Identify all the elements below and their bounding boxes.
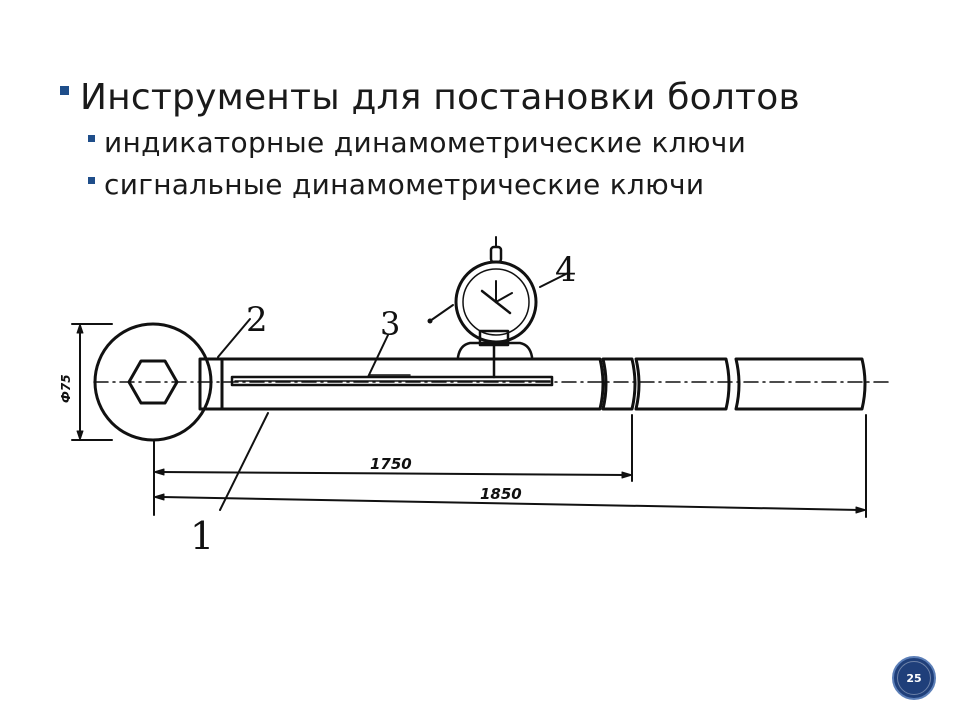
length-dimension-1750: 1750 [370, 455, 412, 473]
bullet-item-level2: сигнальные динамометрические ключи [88, 164, 920, 206]
page-number: 25 [906, 671, 922, 685]
part-label-1: 1 [190, 514, 214, 558]
wrench-drawing: 1 2 3 4 Ф75 1750 1850 [59, 236, 891, 558]
square-bullet-icon [88, 135, 95, 142]
bullet-text: сигнальные динамометрические ключи [104, 168, 705, 201]
page-number-badge: 25 [892, 656, 936, 700]
wrench-diagram: 1 2 3 4 Ф75 1750 1850 [50, 225, 900, 565]
handle-segment [220, 357, 605, 411]
bullet-item-level1: Инструменты для постановки болтов [60, 74, 920, 122]
bullet-text: Инструменты для постановки болтов [80, 77, 800, 118]
part-label-2: 2 [246, 300, 268, 340]
diameter-dimension-label: Ф75 [59, 374, 73, 403]
bullet-list: Инструменты для постановки болтов индика… [60, 74, 920, 206]
length-dimension-1850: 1850 [480, 485, 522, 503]
part-label-3: 3 [380, 305, 400, 343]
bullet-item-level2: индикаторные динамометрические ключи [88, 122, 920, 164]
indicator-rod [230, 375, 554, 387]
square-bullet-icon [88, 177, 95, 184]
square-bullet-icon [60, 86, 69, 95]
part-label-4: 4 [555, 250, 577, 290]
bullet-text: индикаторные динамометрические ключи [104, 126, 747, 159]
